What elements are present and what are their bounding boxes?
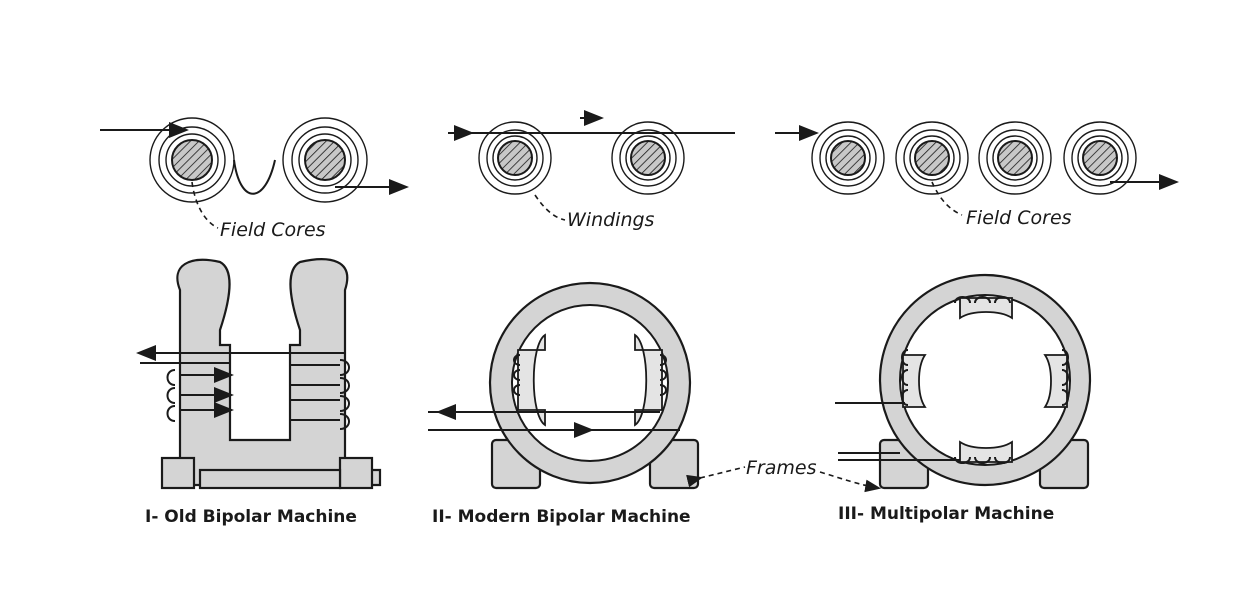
caption-modern-bipolar: II- Modern Bipolar Machine [432,507,691,527]
winding-diagram-bipolar-modern [448,110,735,195]
multipolar-machine [835,273,1092,490]
field-core [171,139,213,181]
winding-diagram-multipolar [775,121,1179,195]
field-core [630,140,666,176]
field-core [830,140,866,176]
caption-multipolar: III- Multipolar Machine [838,504,1054,524]
old-bipolar-machine [136,258,382,490]
svg-text:Field Cores: Field Cores [220,219,326,241]
label-field-cores-right: Field Cores [931,181,1072,229]
modern-bipolar-machine [428,281,700,490]
field-core [997,140,1033,176]
label-frames: Frames [686,457,882,493]
winding-diagram-bipolar-old [100,117,409,203]
field-core [1082,140,1118,176]
svg-text:Field Cores: Field Cores [966,207,1072,229]
label-field-cores-left: Field Cores [191,181,326,241]
field-core [497,140,533,176]
svg-text:Windings: Windings [567,209,655,231]
label-windings: Windings [534,194,655,231]
svg-text:Frames: Frames [746,457,817,479]
field-core [914,140,950,176]
caption-old-bipolar: I- Old Bipolar Machine [145,507,357,527]
field-core [304,139,346,181]
